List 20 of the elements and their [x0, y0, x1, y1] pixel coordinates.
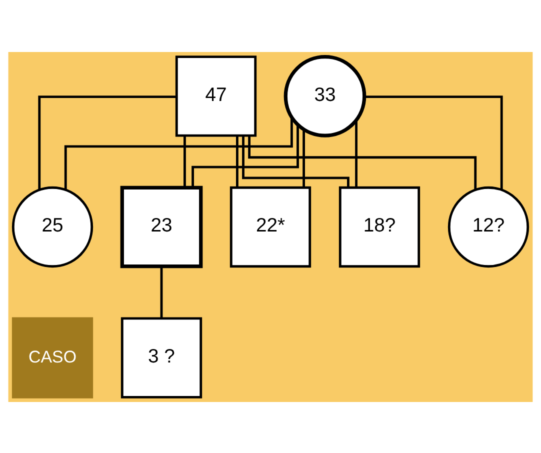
node-circle: 33 [284, 54, 366, 137]
connector [242, 135, 350, 187]
connector [192, 124, 299, 187]
connector [160, 266, 163, 318]
connector [184, 135, 186, 188]
connector [364, 95, 503, 190]
node-box: 47 [175, 55, 257, 136]
node-box: 3 ? [120, 316, 202, 398]
node-box: 18? [338, 186, 420, 268]
node-box: CASO [12, 316, 94, 398]
connector [236, 135, 238, 188]
node-circle: 25 [12, 186, 94, 268]
node-box: 22* [230, 186, 312, 268]
connector [302, 129, 306, 187]
node-circle: 12? [448, 186, 530, 268]
node-box: 23 [120, 185, 203, 268]
connector [38, 95, 176, 190]
connector [355, 120, 358, 187]
connector [248, 135, 477, 190]
connector [64, 116, 293, 190]
